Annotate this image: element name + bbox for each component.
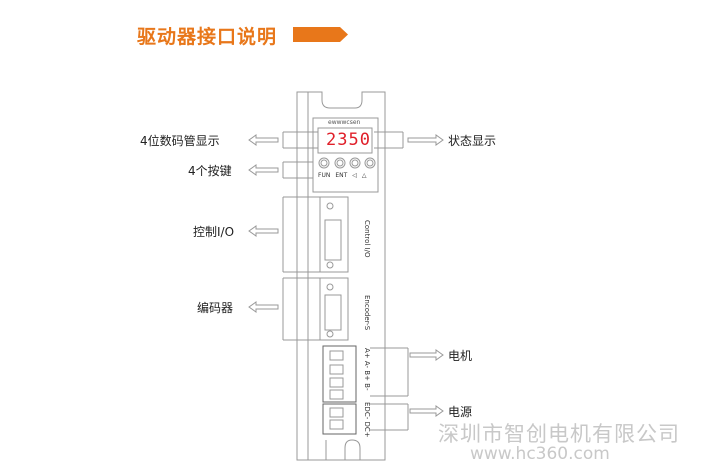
arrows xyxy=(248,134,444,417)
up-label: △ xyxy=(361,172,367,179)
power-terminal-label: EDC- DC+ xyxy=(363,402,371,438)
port-control-label: Control I/O xyxy=(363,220,371,258)
key-buttons xyxy=(318,157,376,169)
terminal-screws xyxy=(329,350,344,430)
label-display: 4位数码管显示 xyxy=(140,134,220,148)
motor-terminal-label: A+ A- B+ B- xyxy=(363,348,371,391)
label-power: 电源 xyxy=(448,405,473,419)
page-title: 驱动器接口说明 xyxy=(137,26,278,48)
label-keys: 4个按键 xyxy=(188,164,232,178)
ent-label: ENT xyxy=(335,172,348,179)
button-labels: FUN ENT ◁ △ xyxy=(318,172,367,179)
label-encoder: 编码器 xyxy=(197,301,234,315)
label-status: 状态显示 xyxy=(448,134,497,148)
port-encoder-label: Encoder-S xyxy=(363,295,371,331)
digital-display: 2350 xyxy=(326,130,371,150)
fun-label: FUN xyxy=(318,172,331,179)
left-label: ◁ xyxy=(352,172,357,179)
driver-body xyxy=(296,91,386,461)
watermark-url: www.hc360.com xyxy=(470,444,610,464)
label-control-io: 控制I/O xyxy=(193,225,235,239)
watermark-company: 深圳市智创电机有限公司 xyxy=(438,422,680,446)
label-motor: 电机 xyxy=(448,349,473,363)
brand-logo: ewwwcsen xyxy=(328,119,361,126)
title-arrow xyxy=(293,27,348,42)
